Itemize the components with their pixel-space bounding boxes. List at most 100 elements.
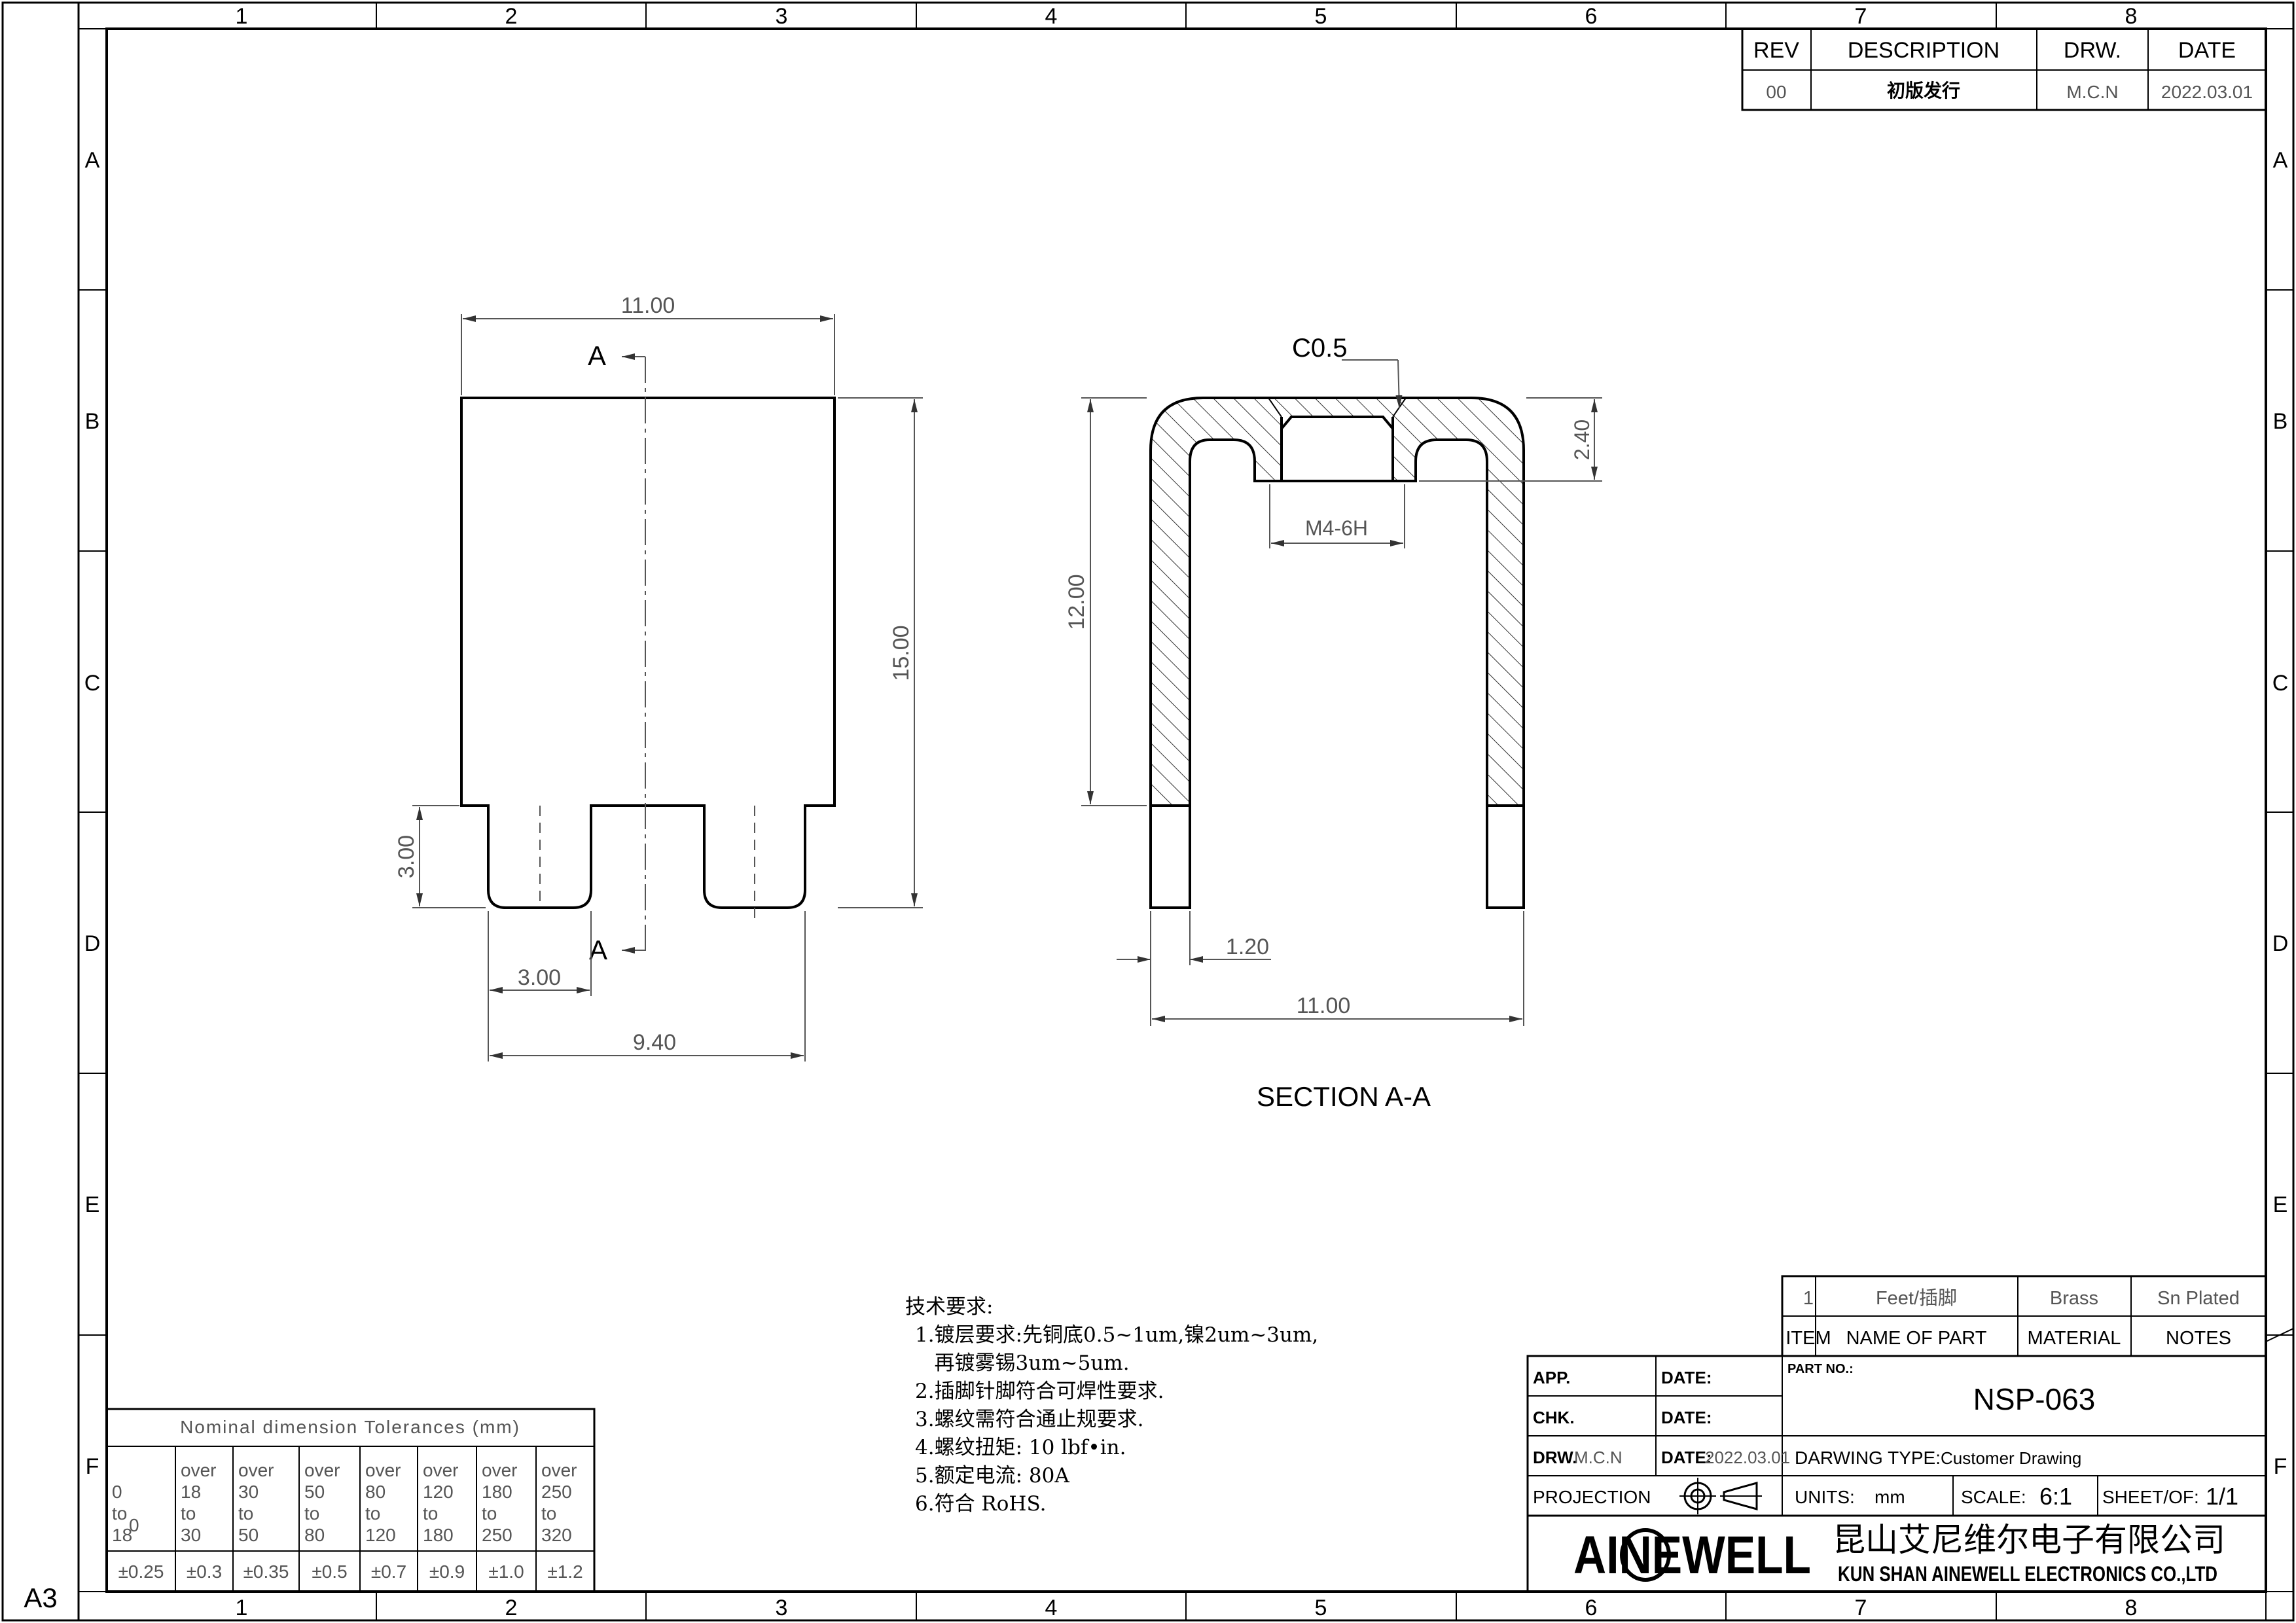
dim-width: 11.00 <box>621 293 675 318</box>
revision-table: REV DESCRIPTION DRW. DATE 00 初版发行 M.C.N … <box>1741 27 2267 111</box>
projection-label: PROJECTION <box>1533 1487 1651 1507</box>
front-view-outline <box>460 397 836 909</box>
date-header: DATE <box>2178 38 2236 63</box>
date-value: 2022.03.01 <box>2161 82 2253 102</box>
tolerance-range-text: 250 <box>541 1482 572 1502</box>
sheet-label: SHEET/OF: <box>2102 1487 2199 1507</box>
dim-section-width: 11.00 <box>1297 993 1351 1018</box>
thread-label: M4-6H <box>1305 516 1368 540</box>
svg-text:4.螺纹扭矩: 10 lbf•in.: 4.螺纹扭矩: 10 lbf•in. <box>915 1436 1126 1459</box>
tolerance-range-text: over <box>482 1460 518 1480</box>
drw-value: M.C.N <box>2066 82 2118 102</box>
section-leg-right <box>1486 804 1525 909</box>
tolerance-range-text: 50 <box>304 1482 325 1502</box>
dim-leg-span: 9.40 <box>633 1030 676 1055</box>
drawing-type: Customer Drawing <box>1941 1448 2081 1468</box>
tolerance-range-text: over <box>238 1460 274 1480</box>
section-title: SECTION A-A <box>1257 1081 1431 1112</box>
part-no-label: PART NO.: <box>1787 1362 1854 1376</box>
drw-header: DRW. <box>2064 38 2121 63</box>
svg-text:2: 2 <box>505 1596 518 1620</box>
svg-text:再镀雾锡3um~5um.: 再镀雾锡3um~5um. <box>915 1351 1130 1375</box>
sheet-size-label: A3 <box>24 1582 57 1613</box>
tolerance-range-text: to <box>181 1503 196 1524</box>
tolerance-range-text: 0 <box>112 1482 122 1502</box>
scale-label: SCALE: <box>1961 1487 2026 1507</box>
company-name-en: KUN SHAN AINEWELL ELECTRONICS CO.,LTD <box>1838 1562 2217 1586</box>
part-number: NSP-063 <box>1973 1382 2096 1416</box>
svg-text:A: A <box>85 148 100 173</box>
bom-name-header: NAME OF PART <box>1846 1328 1987 1349</box>
tolerance-range-text: 320 <box>541 1525 572 1545</box>
tolerance-range-text: to <box>238 1503 254 1524</box>
svg-text:F: F <box>86 1454 99 1479</box>
tolerance-value-cell: ±0.5 <box>312 1561 348 1582</box>
bom-name-value: Feet/插脚 <box>1876 1287 1957 1309</box>
section-leg-left <box>1149 804 1191 909</box>
tolerance-value-cell: ±1.0 <box>488 1561 524 1582</box>
tolerance-range-text: 18 <box>112 1525 133 1545</box>
svg-text:4: 4 <box>1045 4 1058 29</box>
drawing-type-label: DARWING TYPE: <box>1795 1448 1941 1468</box>
tolerance-range-text: 30 <box>238 1482 259 1502</box>
tolerance-range-text: to <box>482 1503 497 1524</box>
bom-item-header: ITEM <box>1785 1328 1831 1349</box>
tolerance-title: Nominal dimension Tolerances (mm) <box>180 1417 520 1437</box>
svg-text:F: F <box>2274 1454 2287 1479</box>
front-view: A A 11.00 15.00 3.00 3.00 9.40 <box>394 293 923 1061</box>
svg-text:B: B <box>85 409 100 434</box>
zone-row-ticks <box>79 289 2293 1336</box>
svg-text:技术要求:: 技术要求: <box>905 1295 993 1319</box>
dim-top-thickness: 2.40 <box>1570 419 1594 460</box>
svg-text:3: 3 <box>776 4 788 29</box>
svg-text:7: 7 <box>1855 1596 1867 1620</box>
tolerance-range-text: 50 <box>238 1525 259 1545</box>
tolerance-value-cell: ±0.7 <box>370 1561 407 1582</box>
tolerance-range-text: 120 <box>365 1525 396 1545</box>
tolerance-range-text: to <box>365 1503 381 1524</box>
chk-label: CHK. <box>1533 1408 1575 1427</box>
zone-column-ticks <box>376 3 1997 1620</box>
tolerance-range-text: 180 <box>423 1525 454 1545</box>
tolerance-value-cell: ±1.2 <box>547 1561 583 1582</box>
svg-text:5: 5 <box>1315 4 1327 29</box>
svg-text:5: 5 <box>1315 1596 1327 1620</box>
svg-text:3: 3 <box>776 1596 788 1620</box>
dim-wall: 1.20 <box>1226 935 1269 959</box>
svg-text:C: C <box>2272 671 2289 696</box>
tolerance-values: ±0.25±0.3±0.35±0.5±0.7±0.9±1.0±1.2 <box>107 1552 594 1590</box>
drw-label: DRW. <box>1533 1448 1577 1467</box>
svg-text:A: A <box>2273 148 2288 173</box>
technical-notes: 技术要求: 1.镀层要求:先铜底0.5~1um,镍2um~3um, 再镀雾锡3u… <box>905 1295 1318 1516</box>
app-date-label: DATE: <box>1661 1368 1712 1387</box>
bom-notes-value: Sn Plated <box>2157 1288 2240 1309</box>
svg-text:AINEWELL: AINEWELL <box>1573 1525 1811 1585</box>
svg-text:D: D <box>84 931 101 956</box>
rev-value: 00 <box>1766 82 1786 102</box>
dim-height: 15.00 <box>889 625 914 681</box>
svg-text:2: 2 <box>505 4 518 29</box>
svg-text:8: 8 <box>2125 1596 2138 1620</box>
bom-material-value: Brass <box>2050 1288 2098 1309</box>
tolerance-range-text: 80 <box>304 1525 325 1545</box>
svg-text:D: D <box>2272 931 2289 956</box>
tolerance-table: Nominal dimension Tolerances (mm) 0 <box>105 1408 596 1593</box>
company-logo: AINEWELL <box>1573 1525 1811 1585</box>
svg-text:6: 6 <box>1585 1596 1598 1620</box>
scale-value: 6:1 <box>2039 1483 2072 1510</box>
svg-text:4: 4 <box>1045 1596 1058 1620</box>
bom-material-header: MATERIAL <box>2028 1328 2121 1349</box>
svg-text:6: 6 <box>1585 4 1598 29</box>
units-value: mm <box>1874 1487 1905 1507</box>
tolerance-value-cell: ±0.3 <box>186 1561 223 1582</box>
